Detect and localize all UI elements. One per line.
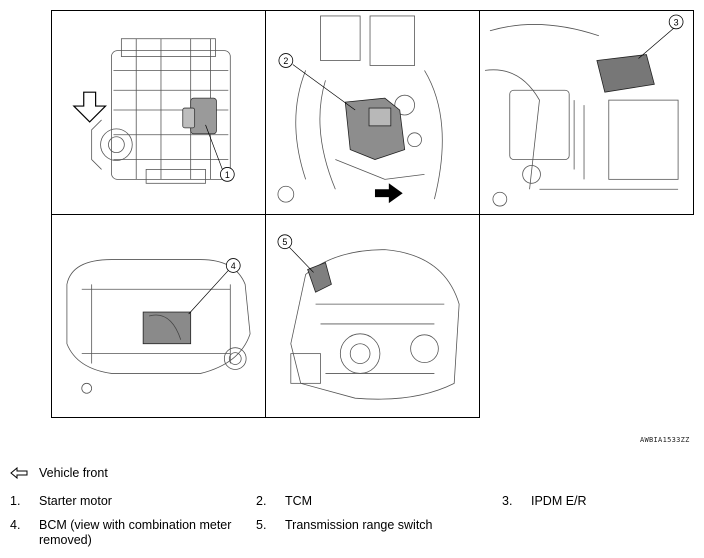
vehicle-front-icon	[10, 467, 28, 479]
callout-1: 1	[219, 167, 235, 182]
direction-arrow-icon	[374, 183, 403, 204]
tcm-drawing: 2	[277, 15, 443, 204]
bcm-drawing: 4	[66, 258, 251, 394]
figure-code: AWBIA1533ZZ	[640, 436, 690, 444]
svg-text:3: 3	[674, 17, 679, 27]
panel-ipdm: 3	[479, 10, 694, 215]
transmission-drawing: 5	[277, 234, 460, 400]
callout-3: 3	[668, 14, 684, 30]
engine-drawing: 1	[72, 38, 235, 184]
svg-text:2: 2	[283, 56, 288, 66]
panel-tcm: 2	[265, 10, 480, 215]
callout-2: 2	[278, 53, 294, 68]
callout-5: 5	[277, 234, 293, 250]
svg-text:4: 4	[231, 261, 236, 271]
legend-front-label: Vehicle front	[39, 466, 108, 480]
panel-range-switch: 5	[265, 214, 480, 418]
ipdm-drawing: 3	[484, 14, 684, 207]
callout-4: 4	[225, 258, 241, 273]
vehicle-front-arrow-icon	[72, 91, 107, 123]
svg-text:1: 1	[225, 170, 230, 180]
panel-bcm: 4	[51, 214, 266, 418]
component-location-figure: 1 2	[51, 10, 694, 418]
panel-starter-motor: 1	[51, 10, 266, 215]
svg-text:5: 5	[282, 237, 287, 247]
